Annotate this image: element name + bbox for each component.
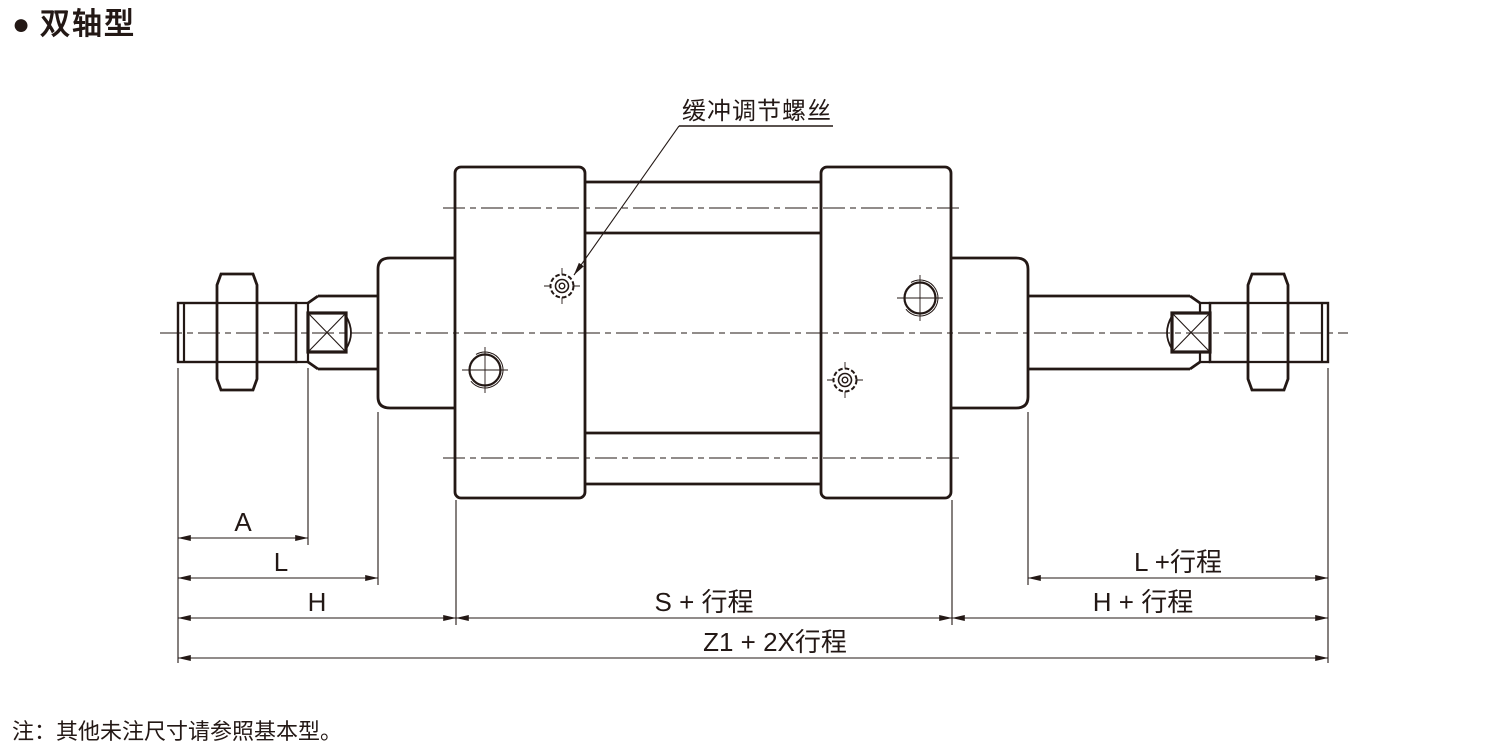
left-rod-nut — [215, 272, 259, 392]
right-piston-rod-outline — [1028, 294, 1190, 371]
right-port — [897, 275, 943, 321]
title-bullet-icon: ● — [12, 8, 32, 41]
page-title: 双轴型 — [40, 8, 136, 41]
dim-label-z1-stroke: Z1 + 2X行程 — [703, 627, 847, 657]
labels: ● 双轴型 缓冲调节螺丝 A L H S + 行程 L +行程 H + 行程 Z… — [12, 8, 1222, 744]
right-cushion-screw-knurl — [832, 367, 858, 393]
footnote: 注：其他未注尺寸请参照基本型。 — [12, 719, 342, 744]
left-cushion-screw-head — [554, 278, 570, 294]
dimension-lines — [177, 368, 1329, 663]
left-cushion-screw-knurl — [549, 273, 575, 299]
dim-label-l: L — [274, 547, 288, 577]
left-port-centermark — [462, 347, 508, 393]
left-port-thread-arc — [466, 351, 504, 389]
left-cushion-screw-center — [558, 282, 566, 290]
callout-leader-line — [573, 125, 680, 276]
right-cushion-screw-center — [841, 376, 849, 384]
left-piston-rod-outline — [318, 294, 379, 371]
dim-label-l-stroke: L +行程 — [1134, 547, 1222, 577]
cushion-screw-callout: 缓冲调节螺丝 — [682, 98, 832, 125]
right-cushion-screw-head — [837, 372, 853, 388]
extension-lines — [177, 368, 1329, 663]
dim-label-h-stroke: H + 行程 — [1093, 587, 1193, 617]
dim-label-h: H — [308, 587, 327, 617]
right-port-thread-arc — [901, 279, 939, 317]
tie-rod-lines — [585, 180, 821, 486]
dim-label-a: A — [234, 507, 252, 537]
left-rod-taper — [307, 294, 319, 371]
right-rod-assembly — [1028, 272, 1330, 392]
centerlines — [160, 207, 1348, 459]
left-cushion-screw — [544, 268, 580, 304]
left-port — [462, 347, 508, 393]
left-nut-facets — [217, 301, 257, 364]
right-cushion-screw — [827, 362, 863, 398]
dim-label-s-stroke: S + 行程 — [655, 587, 754, 617]
left-rod-assembly — [176, 272, 379, 392]
right-port-centermark — [897, 275, 943, 321]
right-rod-neck — [1198, 301, 1212, 364]
right-rod-nut — [1246, 272, 1290, 392]
left-rod-neck — [294, 301, 310, 364]
right-nut-facets — [1248, 301, 1288, 364]
right-rod-taper — [1189, 294, 1201, 371]
callout-leader — [573, 125, 833, 276]
